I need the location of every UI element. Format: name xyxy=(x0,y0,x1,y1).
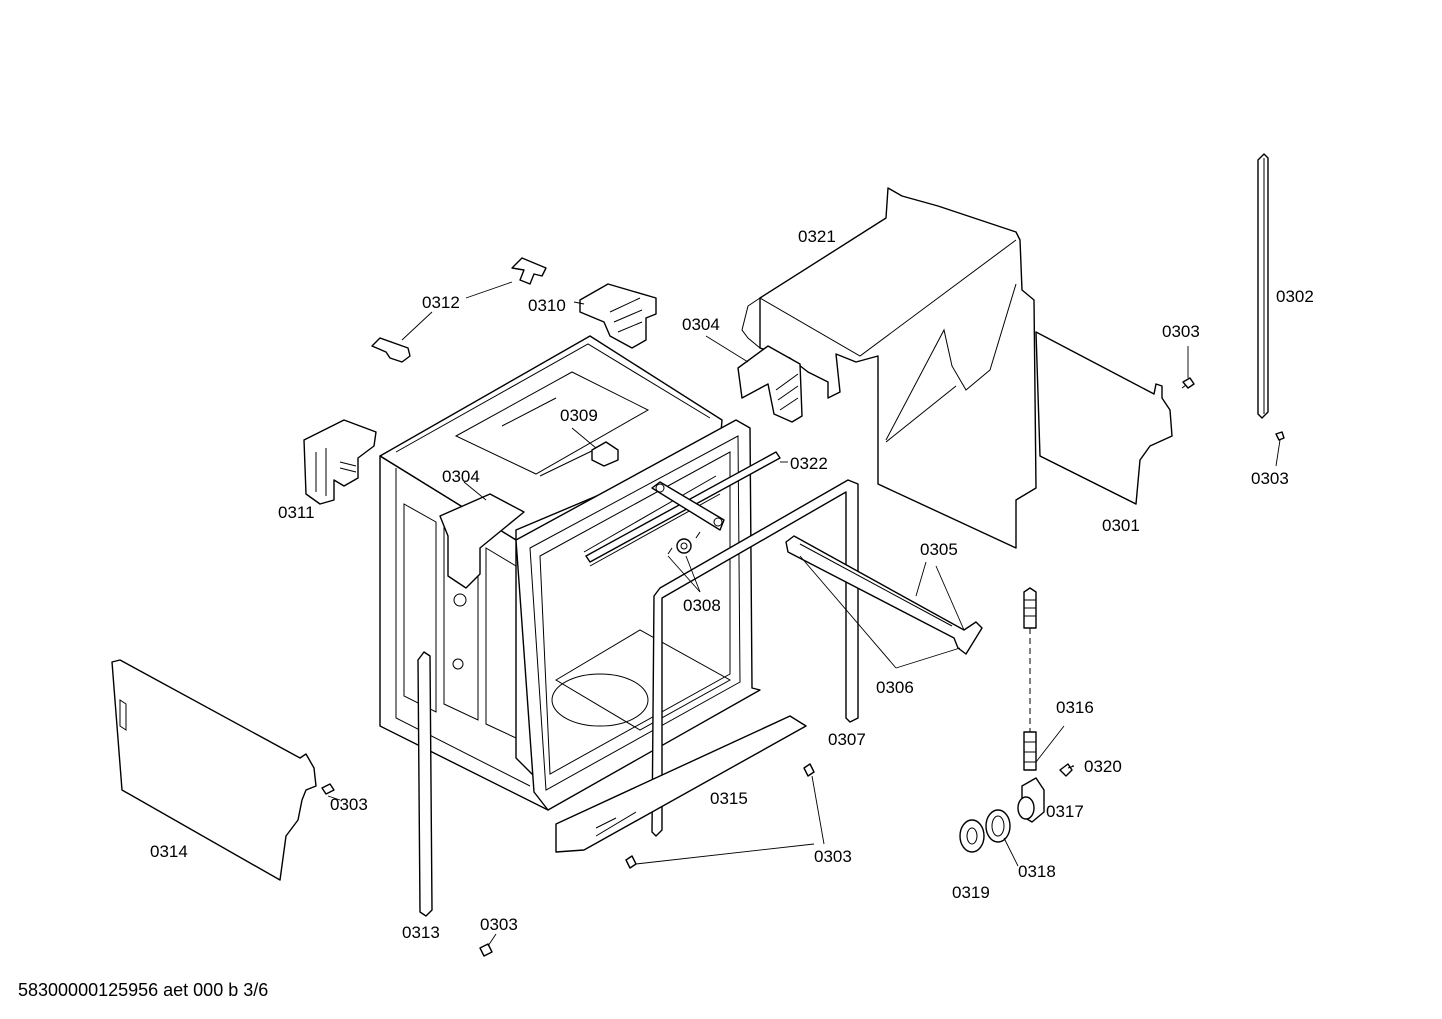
callout-0306: 0306 xyxy=(876,678,914,697)
part-0304-vent-box-upper xyxy=(737,345,803,423)
part-0303-screw-upper-right-b xyxy=(1275,431,1285,441)
callout-0310: 0310 xyxy=(528,296,566,315)
callout-0316: 0316 xyxy=(1056,698,1094,717)
part-0317-elbow-fitting xyxy=(1017,777,1045,823)
callout-0314: 0314 xyxy=(150,842,188,861)
callout-0307: 0307 xyxy=(828,730,866,749)
callout-0308: 0308 xyxy=(683,596,721,615)
leader-lines xyxy=(327,281,1281,947)
part-0312-bracket-bottom xyxy=(371,337,411,363)
part-0303-screw-bottom xyxy=(479,943,493,957)
part-0310-connector-block xyxy=(579,283,657,349)
callout-0320: 0320 xyxy=(1084,757,1122,776)
part-0320-screw xyxy=(1059,763,1075,777)
callout-0303-middle: 0303 xyxy=(814,847,852,866)
part-0301-side-panel xyxy=(1035,331,1173,505)
callout-0304-upper: 0304 xyxy=(682,315,720,334)
document-code: 58300000125956 aet 000 b 3/6 xyxy=(18,980,269,1000)
callout-0322: 0322 xyxy=(790,454,828,473)
callout-0319: 0319 xyxy=(952,883,990,902)
callout-0302: 0302 xyxy=(1276,287,1314,306)
part-0312-bracket-top xyxy=(511,257,547,285)
part-0316-hose-connector xyxy=(1023,587,1037,771)
callout-0315: 0315 xyxy=(710,789,748,808)
part-0302-trim-strip xyxy=(1257,153,1269,419)
part-0319-cap xyxy=(959,819,985,853)
callout-0303-bottom: 0303 xyxy=(480,915,518,934)
part-0315-bottom-rail xyxy=(555,715,807,853)
part-0322-support-bar xyxy=(585,451,781,563)
part-0309-clip xyxy=(591,441,619,467)
callout-0311: 0311 xyxy=(278,503,315,522)
part-0311-connector-block xyxy=(303,419,377,505)
callout-0321: 0321 xyxy=(798,227,836,246)
part-0303-screw-left xyxy=(321,783,335,795)
callout-0317: 0317 xyxy=(1046,802,1084,821)
callout-0309: 0309 xyxy=(560,406,598,425)
callout-labels: 0301 0302 0303 0303 0303 0303 0303 0304 … xyxy=(150,227,1314,942)
part-0305-crossbar xyxy=(785,535,983,655)
callout-0313: 0313 xyxy=(402,923,440,942)
part-0307-door-seal xyxy=(651,479,859,837)
callout-0303-left: 0303 xyxy=(330,795,368,814)
callout-0304-lower: 0304 xyxy=(442,467,480,486)
callout-0305: 0305 xyxy=(920,540,958,559)
callout-0301: 0301 xyxy=(1102,516,1140,535)
callout-0303-upper-right-a: 0303 xyxy=(1162,322,1200,341)
callout-0303-upper-right-b: 0303 xyxy=(1251,469,1289,488)
part-0321-cover-panel xyxy=(741,187,1037,549)
callout-0318: 0318 xyxy=(1018,862,1056,881)
part-0303-screw-middle xyxy=(625,763,815,869)
part-0304-vent-box-lower xyxy=(439,493,525,589)
part-0318-nut xyxy=(985,809,1011,843)
part-0308-small-fittings xyxy=(667,531,701,555)
part-0303-screw-upper-right-a xyxy=(1181,377,1195,389)
part-0314-base-panel xyxy=(111,659,317,881)
part-0313-seal-strip xyxy=(417,651,433,917)
callout-0312: 0312 xyxy=(422,293,460,312)
